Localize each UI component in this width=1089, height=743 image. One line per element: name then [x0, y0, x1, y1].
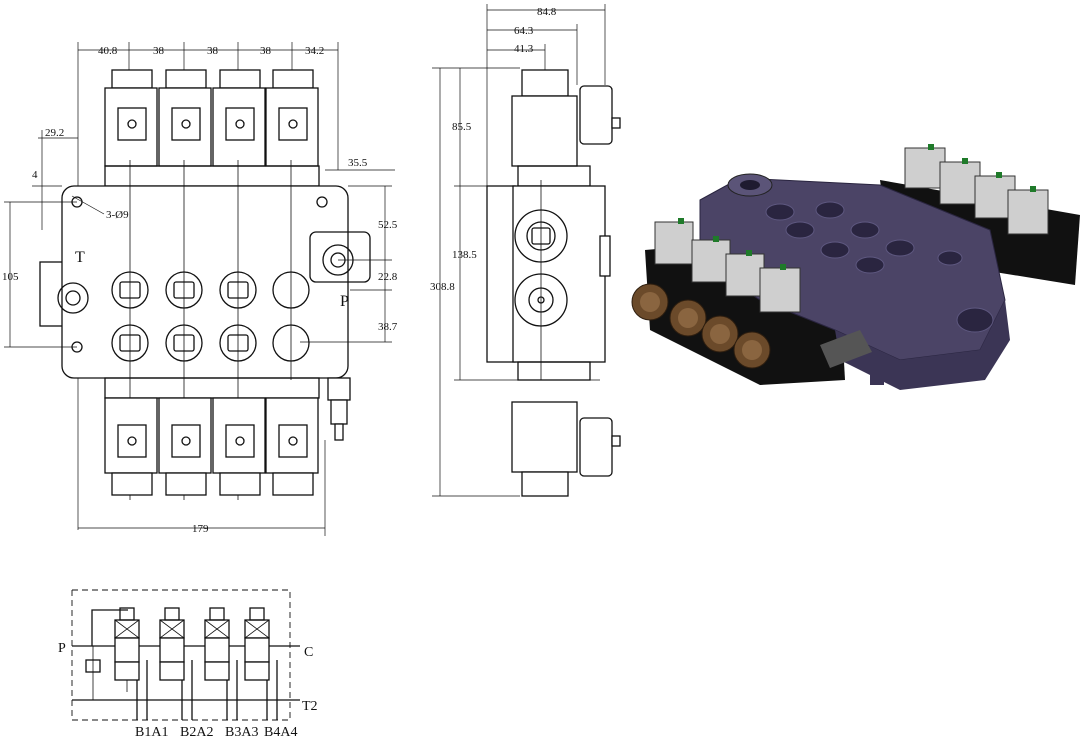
- work-port-3: B3A3: [225, 725, 258, 740]
- hydraulic-schematic: P C T2 B1A1 B2A2 B3A3 B4A4: [58, 589, 318, 740]
- side-dim-left-2: 138.5: [452, 249, 477, 261]
- schematic-sections: [114, 607, 278, 720]
- side-dim-top-2: 64.3: [514, 25, 534, 37]
- schematic-port-p: P: [58, 641, 66, 656]
- front-left-dimensions: 105 29.2 4 3-Ø9: [2, 127, 129, 348]
- dim-top-3: 38: [207, 45, 219, 57]
- dim-right-2: 52.5: [378, 219, 398, 231]
- dim-right-3: 22.8: [378, 271, 398, 283]
- front-right-dimensions: 35.5 52.5 22.8 38.7: [300, 157, 398, 343]
- side-dim-top-3: 41.3: [514, 43, 534, 55]
- side-dim-left-1: 85.5: [452, 121, 472, 133]
- front-bottom-dimension: 179: [78, 440, 326, 536]
- dim-corner: 4: [32, 169, 38, 181]
- dim-right-1: 35.5: [348, 157, 368, 169]
- valve-3d-render: [631, 144, 1080, 390]
- dim-left-height: 105: [2, 271, 19, 283]
- work-port-2: B2A2: [180, 725, 213, 740]
- dim-top-4: 38: [260, 45, 272, 57]
- front-valve-body: T P: [39, 160, 371, 500]
- side-dim-top-1: 84.8: [537, 6, 557, 18]
- dim-top-2: 38: [153, 45, 165, 57]
- front-upper-coils: [104, 69, 320, 187]
- dim-top-5: 34.2: [305, 45, 324, 57]
- dim-bottom: 179: [192, 523, 209, 535]
- side-top-dimensions: 84.8 64.3 41.3: [486, 4, 606, 190]
- dim-right-4: 38.7: [378, 321, 398, 333]
- port-t-label: T: [75, 249, 85, 266]
- front-view: 40.8 38 38 38 34.2: [2, 42, 398, 536]
- port-p-label: P: [340, 293, 349, 310]
- side-left-dimensions: 85.5 138.5 308.8: [430, 67, 600, 497]
- work-port-1: B1A1: [135, 725, 168, 740]
- schematic-port-t2: T2: [302, 699, 318, 714]
- dim-offset: 29.2: [45, 127, 64, 139]
- hole-callout: 3-Ø9: [106, 209, 129, 221]
- front-lower-coils: [104, 377, 320, 496]
- dim-top-1: 40.8: [98, 45, 118, 57]
- schematic-port-c: C: [304, 645, 313, 660]
- front-top-dimensions: 40.8 38 38 38 34.2: [77, 42, 339, 530]
- work-port-4: B4A4: [264, 725, 297, 740]
- side-view: 84.8 64.3 41.3 85.5 138.5 308.8: [430, 4, 621, 497]
- side-dim-left-3: 308.8: [430, 281, 455, 293]
